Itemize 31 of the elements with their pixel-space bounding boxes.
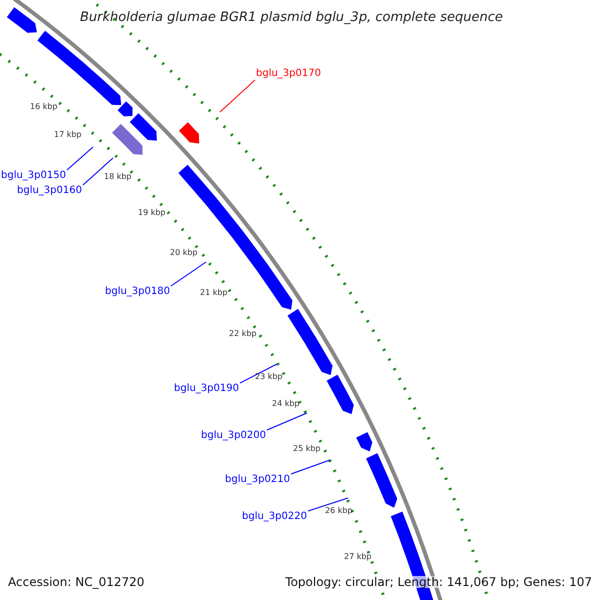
summary-note: Topology: circular; Length: 141,067 bp; Genes: 107 [285,576,592,588]
leader-line [240,364,278,384]
gene-label: bglu_3p0220 [242,512,307,522]
gene-label: bglu_3p0160 [17,186,82,196]
scale-label: 18 kbp [104,173,132,181]
scale-label: 21 kbp [200,289,228,297]
scale-label: 17 kbp [54,131,82,139]
leader-line [66,146,94,170]
map-title: Burkholderia glumae BGR1 plasmid bglu_3p, complete sequence [80,11,503,24]
gene-label: bglu_3p0200 [201,431,266,441]
leader-line [308,498,348,512]
scale-label: 24 kbp [272,400,300,408]
accession-note: Accession: NC_012720 [8,576,144,588]
gene-label: bglu_3p0180 [105,287,170,297]
gene-label: bglu_3p0190 [174,384,239,394]
scale-label: 23 kbp [255,373,283,381]
scale-label: 22 kbp [229,330,257,338]
scale-label: 16 kbp [30,103,58,111]
scale-label: 20 kbp [170,249,198,257]
scale-label: 25 kbp [293,445,321,453]
leader-line [290,460,330,474]
scale-label: 26 kbp [325,507,353,515]
gene-label: bglu_3p0150 [1,171,66,181]
leader-line [82,158,114,186]
gene-label: bglu_3p0170 [256,69,321,79]
leader-line [220,80,256,112]
scale-label: 27 kbp [344,553,372,561]
leader-line [170,262,206,286]
leader-line [266,412,308,430]
scale-label: 19 kbp [138,209,166,217]
gene-label: bglu_3p0210 [225,475,290,485]
